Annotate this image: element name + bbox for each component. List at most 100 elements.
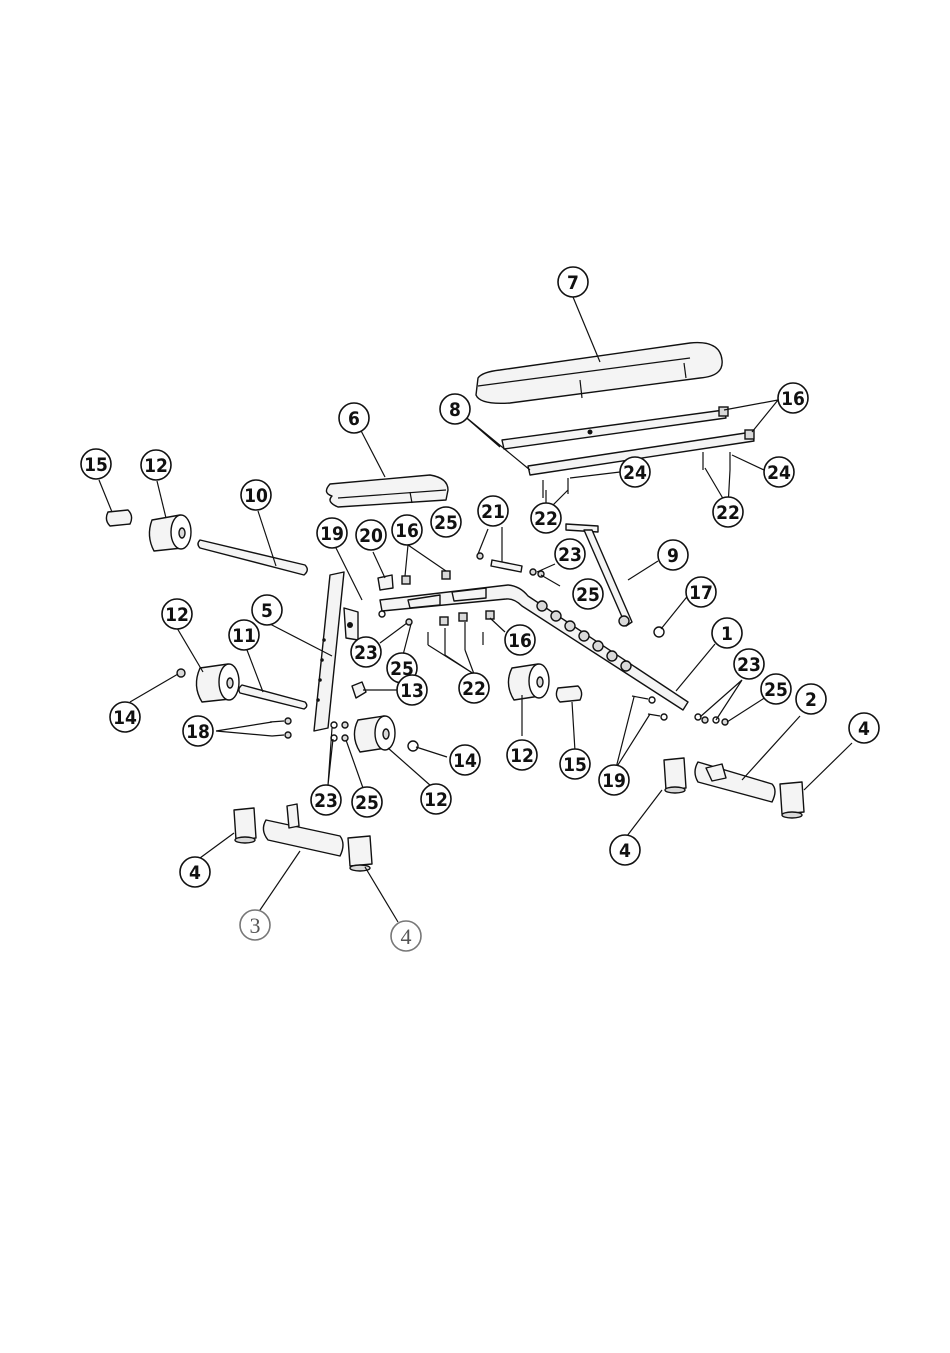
callout-16: 16 [778,383,808,413]
callout-23: 23 [351,637,381,667]
callout-19: 19 [599,765,629,795]
part-10-rod [198,540,307,575]
callout-label: 23 [354,642,378,664]
callout-24: 24 [620,457,650,487]
callout-label: 12 [144,455,168,477]
part-15-tube-right [556,686,581,702]
callout-15: 15 [81,449,111,479]
part-4-foot-cap-front-right [348,836,372,871]
callout-label: 16 [508,630,532,652]
callout-label: 4 [189,862,201,884]
callout-label: 12 [510,745,534,767]
callout-label: 25 [576,584,600,606]
callout-4: 4 [849,713,879,743]
part-12-roller-right [508,664,549,700]
callout-17: 17 [686,577,716,607]
callout-label: 15 [563,754,587,776]
callout-label: 4 [401,924,412,949]
leader-lines [99,297,852,922]
callout-label: 20 [359,525,383,547]
callout-label: 12 [424,789,448,811]
callout-25: 25 [352,787,382,817]
callout-18: 18 [183,716,213,746]
callout-label: 11 [232,625,256,647]
callout-14: 14 [110,702,140,732]
part-14-nut-left [177,669,185,677]
callout-4: 4 [180,857,210,887]
callout-12: 12 [421,784,451,814]
part-4-foot-cap-rear-right [780,782,804,818]
part-4-foot-cap-front-left [234,808,256,843]
callout-label: 18 [186,721,210,743]
callout-25: 25 [431,507,461,537]
callout-label: 19 [602,770,626,792]
callout-label: 25 [355,792,379,814]
part-12-roller-top [149,515,191,551]
callout-6: 6 [339,403,369,433]
callout-label: 24 [623,462,647,484]
part-7-backrest-pad [476,343,722,404]
callout-19: 19 [317,518,347,548]
callout-label: 22 [716,502,740,524]
callout-label: 2 [805,689,817,711]
callout-label: 21 [481,501,505,523]
callout-label: 23 [558,544,582,566]
callout-label: 4 [858,718,870,740]
callout-label: 16 [781,388,805,410]
callout-13: 13 [397,675,427,705]
callout-16: 16 [505,625,535,655]
callout-23: 23 [311,785,341,815]
callout-14: 14 [450,745,480,775]
callout-label: 25 [434,512,458,534]
callout-20: 20 [356,520,386,550]
part-12-roller-mid [354,716,395,752]
callout-16: 16 [392,515,422,545]
callout-24: 24 [764,457,794,487]
callout-label: 8 [449,399,461,421]
part-20-bracket [378,571,450,590]
callout-label: 25 [764,679,788,701]
part-18-bolts [270,718,291,738]
callout-2: 2 [796,684,826,714]
callout-label: 5 [261,600,273,622]
callout-label: 9 [667,545,679,567]
callout-label: 15 [84,454,108,476]
callout-23: 23 [734,649,764,679]
callout-label: 24 [767,462,791,484]
callout-12: 12 [507,740,537,770]
callout-label: 3 [250,913,261,938]
callout-label: 6 [348,408,360,430]
callout-25: 25 [761,674,791,704]
callout-22: 22 [531,503,561,533]
callout-label: 16 [395,520,419,542]
callout-label: 14 [113,707,137,729]
part-21-pin [477,553,544,577]
callout-label: 23 [314,790,338,812]
callout-label: 19 [320,523,344,545]
part-4-foot-cap-rear-left [664,758,686,793]
callout-label: 10 [244,485,268,507]
callout-label: 1 [721,623,733,645]
callout-label: 17 [689,582,713,604]
callout-8: 8 [440,394,470,424]
callout-15: 15 [560,749,590,779]
part-12-roller-left [196,664,239,702]
callout-12: 12 [141,450,171,480]
callout-12: 12 [162,599,192,629]
callout-23: 23 [555,539,585,569]
callout-4: 4 [610,835,640,865]
callout-21: 21 [478,496,508,526]
callout-1: 1 [712,618,742,648]
part-14-nut-right [408,741,418,751]
callout-label: 23 [737,654,761,676]
callout-10: 10 [241,480,271,510]
callout-label: 7 [567,272,579,294]
callout-22: 22 [713,497,743,527]
callout-4: 4 [391,921,421,951]
part-19-bolts-right [632,696,667,720]
callout-7: 7 [558,267,588,297]
callout-25: 25 [573,579,603,609]
callout-label: 12 [165,604,189,626]
callout-9: 9 [658,540,688,570]
callout-3: 3 [240,910,270,940]
